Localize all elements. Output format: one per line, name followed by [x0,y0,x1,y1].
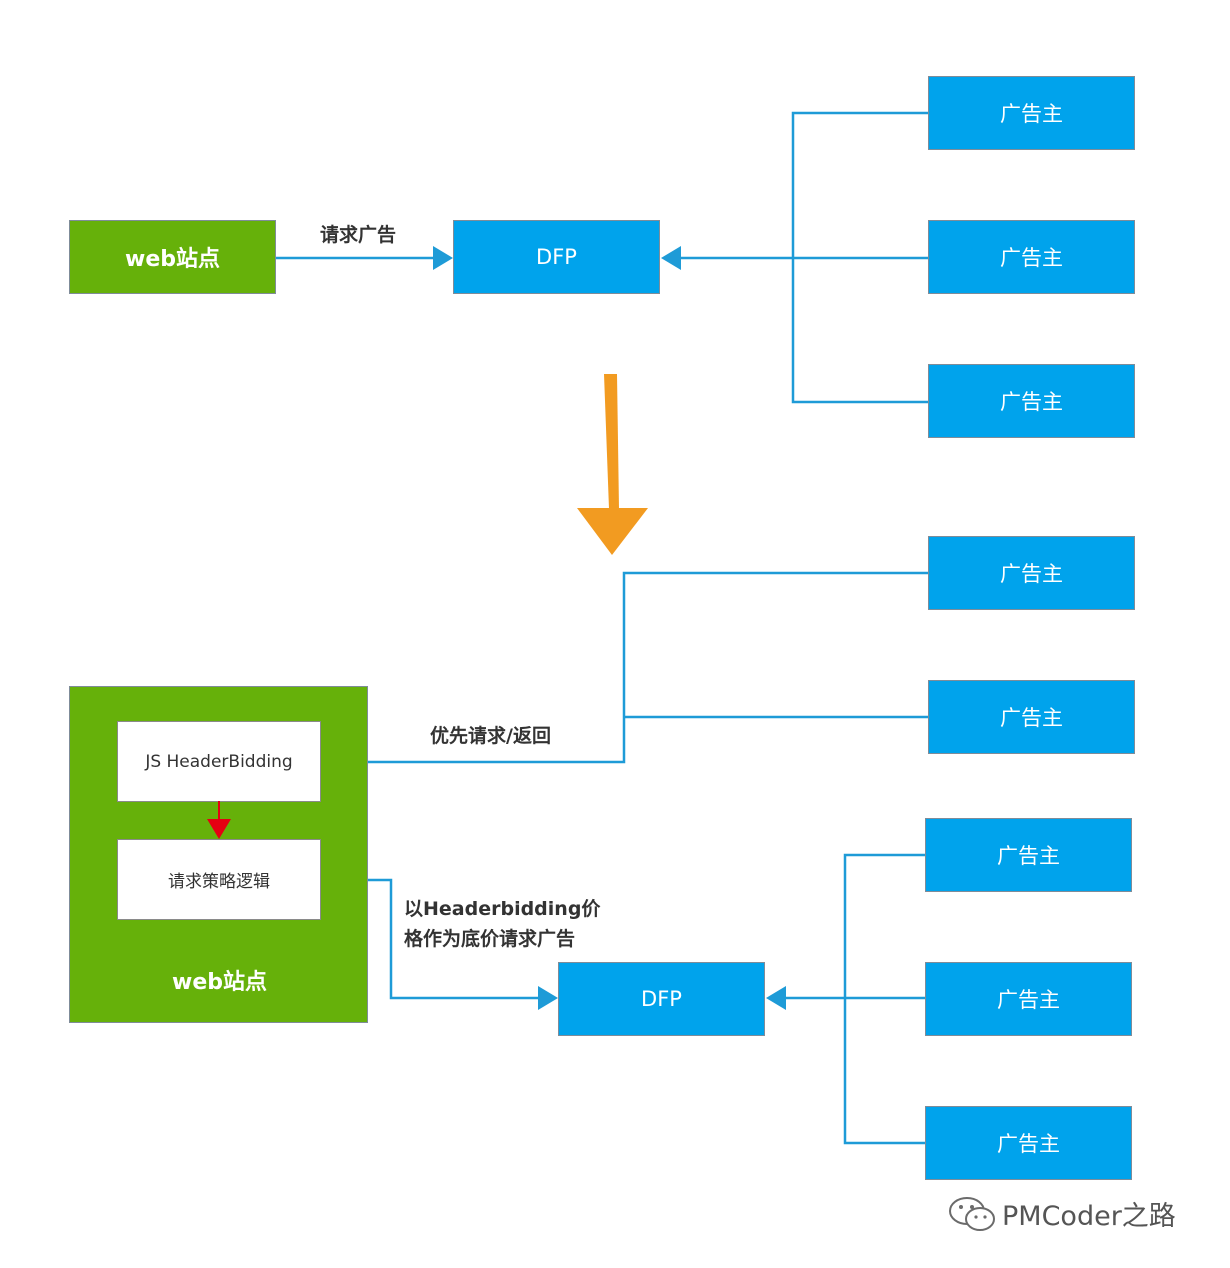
dfp-advertiser-node: 广告主 [925,1106,1132,1180]
dfp-label-top: DFP [536,245,577,269]
transition-down-arrow [577,374,648,555]
dfp-advertiser-node: 广告主 [925,962,1132,1036]
floor-price-label-line2: 格作为底价请求广告 [404,928,576,950]
advertiser-label: 广告主 [997,1132,1060,1156]
watermark-text: PMCoder之路 [1002,1201,1176,1232]
wechat-icon [949,1196,995,1231]
dfp-advertiser-node: 广告主 [925,818,1132,892]
advertiser-label: 广告主 [1000,562,1063,586]
advertiser-label: 广告主 [1000,246,1063,270]
hb-adv-trunk [342,571,928,764]
red-down-arrow [207,801,231,839]
dfp-node-bottom: DFP [558,962,765,1036]
request-strategy-label: 请求策略逻辑 [168,872,270,892]
advertiser-label: 广告主 [997,988,1060,1012]
arrowhead-to-dfp-bottom [538,986,558,1010]
hb-advertiser-node: 广告主 [928,680,1135,754]
advertiser-label: 广告主 [1000,102,1063,126]
advertiser-node: 广告主 [928,76,1135,150]
arrowhead-into-dfp-bottom-right [766,986,786,1010]
advertiser-node: 广告主 [928,220,1135,294]
arrowhead-into-dfp-top-right [661,246,681,270]
priority-request-label: 优先请求/返回 [430,725,551,747]
arrowhead-to-dfp-top [433,246,453,270]
dfp-label-bottom: DFP [641,987,682,1011]
request-strategy-node: 请求策略逻辑 [117,839,321,920]
js-headerbidding-label: JS HeaderBidding [145,751,293,772]
web-site-node-top: web站点 [69,220,276,294]
web-site-label-bottom: web站点 [172,970,267,995]
dfp-node-top: DFP [453,220,660,294]
web-site-label-top: web站点 [125,247,220,272]
advertiser-label: 广告主 [997,844,1060,868]
floor-price-label-line1: 以Headerbidding价 [404,898,601,920]
watermark: PMCoder之路 [948,1194,1176,1233]
advertiser-label: 广告主 [1000,706,1063,730]
request-ad-label: 请求广告 [320,224,397,246]
js-headerbidding-node: JS HeaderBidding [117,721,321,802]
advertiser-label: 广告主 [1000,390,1063,414]
advertiser-node: 广告主 [928,364,1135,438]
hb-advertiser-node: 广告主 [928,536,1135,610]
